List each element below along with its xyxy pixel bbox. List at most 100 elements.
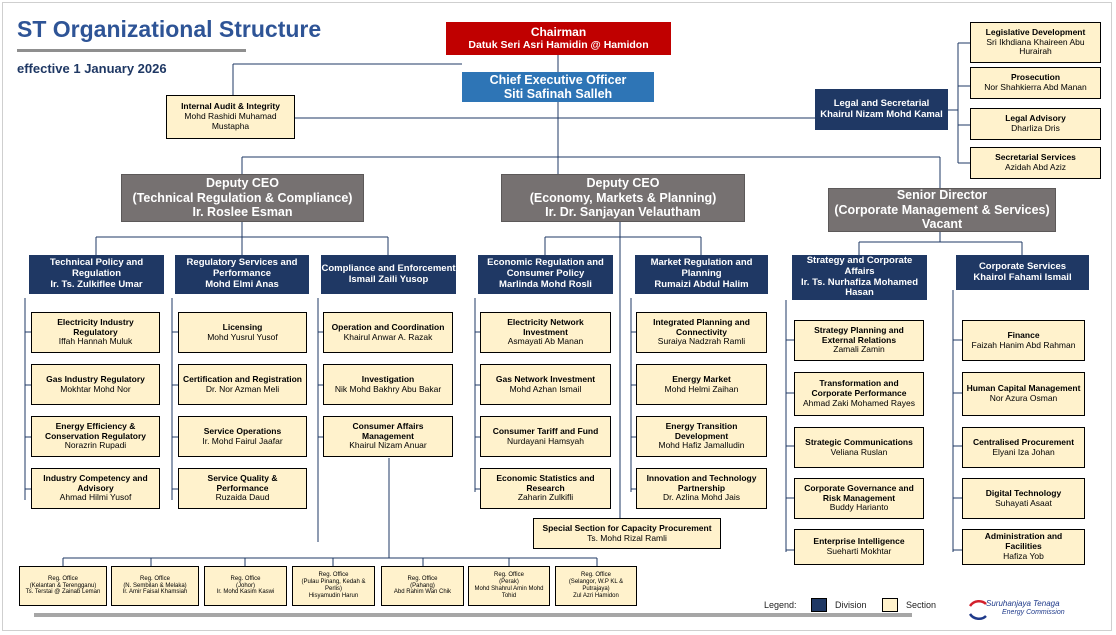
section-box: Digital Technology Suhayati Asaat [962,478,1085,519]
legal-section-box: Legal Advisory Dharliza Dris [970,108,1101,140]
section-box: Strategic Communications Veliana Ruslan [794,427,924,468]
legal-section-box: Prosecution Nor Shahkierra Abd Manan [970,67,1101,99]
division-box: Strategy and Corporate Affairs Ir. Ts. N… [792,255,927,300]
regional-office-area: (Perak) [499,579,519,586]
section-box: Innovation and Technology Partnership Dr… [636,468,767,509]
footer-bar [34,613,912,617]
deputy-name: Vacant [921,217,963,232]
regional-office-title: Reg. Office [230,575,261,582]
title-underline [17,49,246,52]
deputy-title: Deputy CEO [206,176,279,191]
division-head: Ir. Ts. Zulkiflee Umar [50,278,143,290]
regional-office-title: Reg. Office [140,575,170,582]
section-box: Enterprise Intelligence Sueharti Mokhtar [794,529,924,565]
section-title: Secretarial Services [995,152,1076,163]
chairman-box: Chairman Datuk Seri Asri Hamidin @ Hamid… [446,22,671,55]
section-box: Certification and Registration Dr. Nor A… [178,364,307,405]
logo-swoosh-icon [968,600,987,620]
legend-section-label: Section [906,600,937,610]
section-box: Gas Network Investment Mohd Azhan Ismail [480,364,611,405]
legal-section-box: Legislative Development Sri Ikhdiana Kha… [970,22,1101,63]
section-title: Corporate Governance and Risk Management [804,482,914,503]
section-title: Strategic Communications [805,436,913,447]
regional-office-title: Reg. Office [48,575,78,582]
section-box: Energy Transition Development Mohd Hafiz… [636,416,767,457]
section-head: Sri Ikhdiana Khaireen Abu Hurairah [986,36,1085,57]
section-title: Investigation [361,373,415,384]
deputy-name: Ir. Roslee Esman [192,205,293,220]
section-title: Gas Industry Regulatory [46,373,145,384]
section-box: Administration and Facilities Hafiza Yob [962,529,1085,565]
deputy-box: Deputy CEO (Economy, Markets & Planning)… [501,174,745,222]
section-title: Digital Technology [985,487,1062,498]
regional-office-head: Ts. Terstai @ Zainab Leman [25,589,101,596]
section-box: Corporate Governance and Risk Management… [794,478,924,519]
section-box: Consumer Affairs Management Khairul Niza… [323,416,453,457]
section-head: Elyani Iza Johan [992,446,1055,457]
division-head: Khairul Nizam Mohd Kamal [820,108,943,120]
deputy-title: Senior Director [896,188,988,203]
regional-office-area: (Kelantan & Terengganu) [29,582,97,589]
section-box: Transformation and Corporate Performance… [794,372,924,416]
section-title: Centralised Procurement [972,436,1075,447]
section-title: Electricity Network Investment [507,316,584,337]
section-title: Internal Audit & Integrity [181,101,280,112]
section-title: Gas Network Investment [495,373,596,384]
section-box: Electricity Industry Regulatory Iffah Ha… [31,312,160,353]
section-title: Consumer Tariff and Fund [492,425,599,436]
division-head: Ismail Zaili Yusop [348,273,429,285]
section-title: Operation and Coordination [331,321,445,332]
legend-division-label: Division [835,600,867,610]
section-head: Ahmad Zaki Mohamed Rayes [803,397,915,408]
section-box: Centralised Procurement Elyani Iza Johan [962,427,1085,468]
division-head: Rumaizi Abdul Halim [654,278,749,290]
regional-office-area: (Johor) [235,582,255,589]
section-head: Mohd Rashidi Muhamad Mustapha [184,111,277,131]
regional-office-area: (Selangor, W.P KL & Putrajaya) [568,579,624,592]
section-head: Suraiya Nadzrah Ramli [657,336,746,347]
section-title: Service Quality & Performance [207,472,278,493]
section-title: Integrated Planning and Connectivity [653,316,750,337]
section-title: Human Capital Management [966,383,1081,394]
section-title: Administration and Facilities [984,531,1063,552]
regional-office-title: Reg. Office [581,572,611,579]
section-box: Energy Market Mohd Helmi Zaihan [636,364,767,405]
regional-office-box: Reg. Office (Pahang) Abd Rahim Wan Chik [381,566,464,606]
effective-date: effective 1 January 2026 [17,61,167,76]
division-head: Ir. Ts. Nurhafiza Mohamed Hasan [800,276,918,299]
deputy-portfolio: (Corporate Management & Services) [834,202,1050,217]
section-title: Enterprise Intelligence [813,536,905,547]
section-title: Energy Efficiency & Conservation Regulat… [44,420,147,441]
section-box: Licensing Mohd Yusrul Yusof [178,312,307,353]
division-title: Economic Regulation and Consumer Policy [487,257,604,280]
section-head: Ir. Mohd Fairul Jaafar [202,435,283,446]
division-box: Corporate Services Khairol Fahami Ismail [956,255,1089,290]
division-head: Khairol Fahami Ismail [973,271,1072,283]
deputy-portfolio: (Economy, Markets & Planning) [529,190,717,205]
section-title: Electricity Industry Regulatory [57,316,134,337]
division-title: Legal and Secretarial [833,97,930,109]
section-head: Suhayati Asaat [995,497,1052,508]
section-title: Consumer Affairs Management [352,420,424,441]
section-box: Electricity Network Investment Asmayati … [480,312,611,353]
section-head: Norazrin Rupadi [64,440,127,451]
division-box: Regulatory Services and Performance Mohd… [175,255,309,294]
division-title: Market Regulation and Planning [650,257,753,280]
division-head: Marlinda Mohd Rosli [499,278,592,290]
chairman-title: Chairman [530,24,587,39]
section-head: Ahmad Hilmi Yusof [59,492,132,503]
legend: Legend: Division Section [764,597,954,615]
section-title: Legislative Development [985,26,1086,37]
section-box: Investigation Nik Mohd Bakhry Abu Bakar [323,364,453,405]
section-head: Ruzaida Daud [215,492,270,503]
section-title: Service Operations [203,425,282,436]
energy-commission-logo: Suruhanjaya Tenaga Energy Commission [968,598,1088,622]
section-head: Dr. Azlina Mohd Jais [662,492,740,503]
section-title: Energy Market [672,373,731,384]
regional-office-head: Abd Rahim Wan Chik [393,589,452,596]
section-box: Finance Faizah Hanim Abd Rahman [962,320,1085,361]
section-box: Operation and Coordination Khairul Anwar… [323,312,453,353]
regional-office-area: (N. Sembilan & Melaka) [123,582,187,589]
regional-office-head: Ir. Amir Faisal Khamsiah [122,589,188,596]
